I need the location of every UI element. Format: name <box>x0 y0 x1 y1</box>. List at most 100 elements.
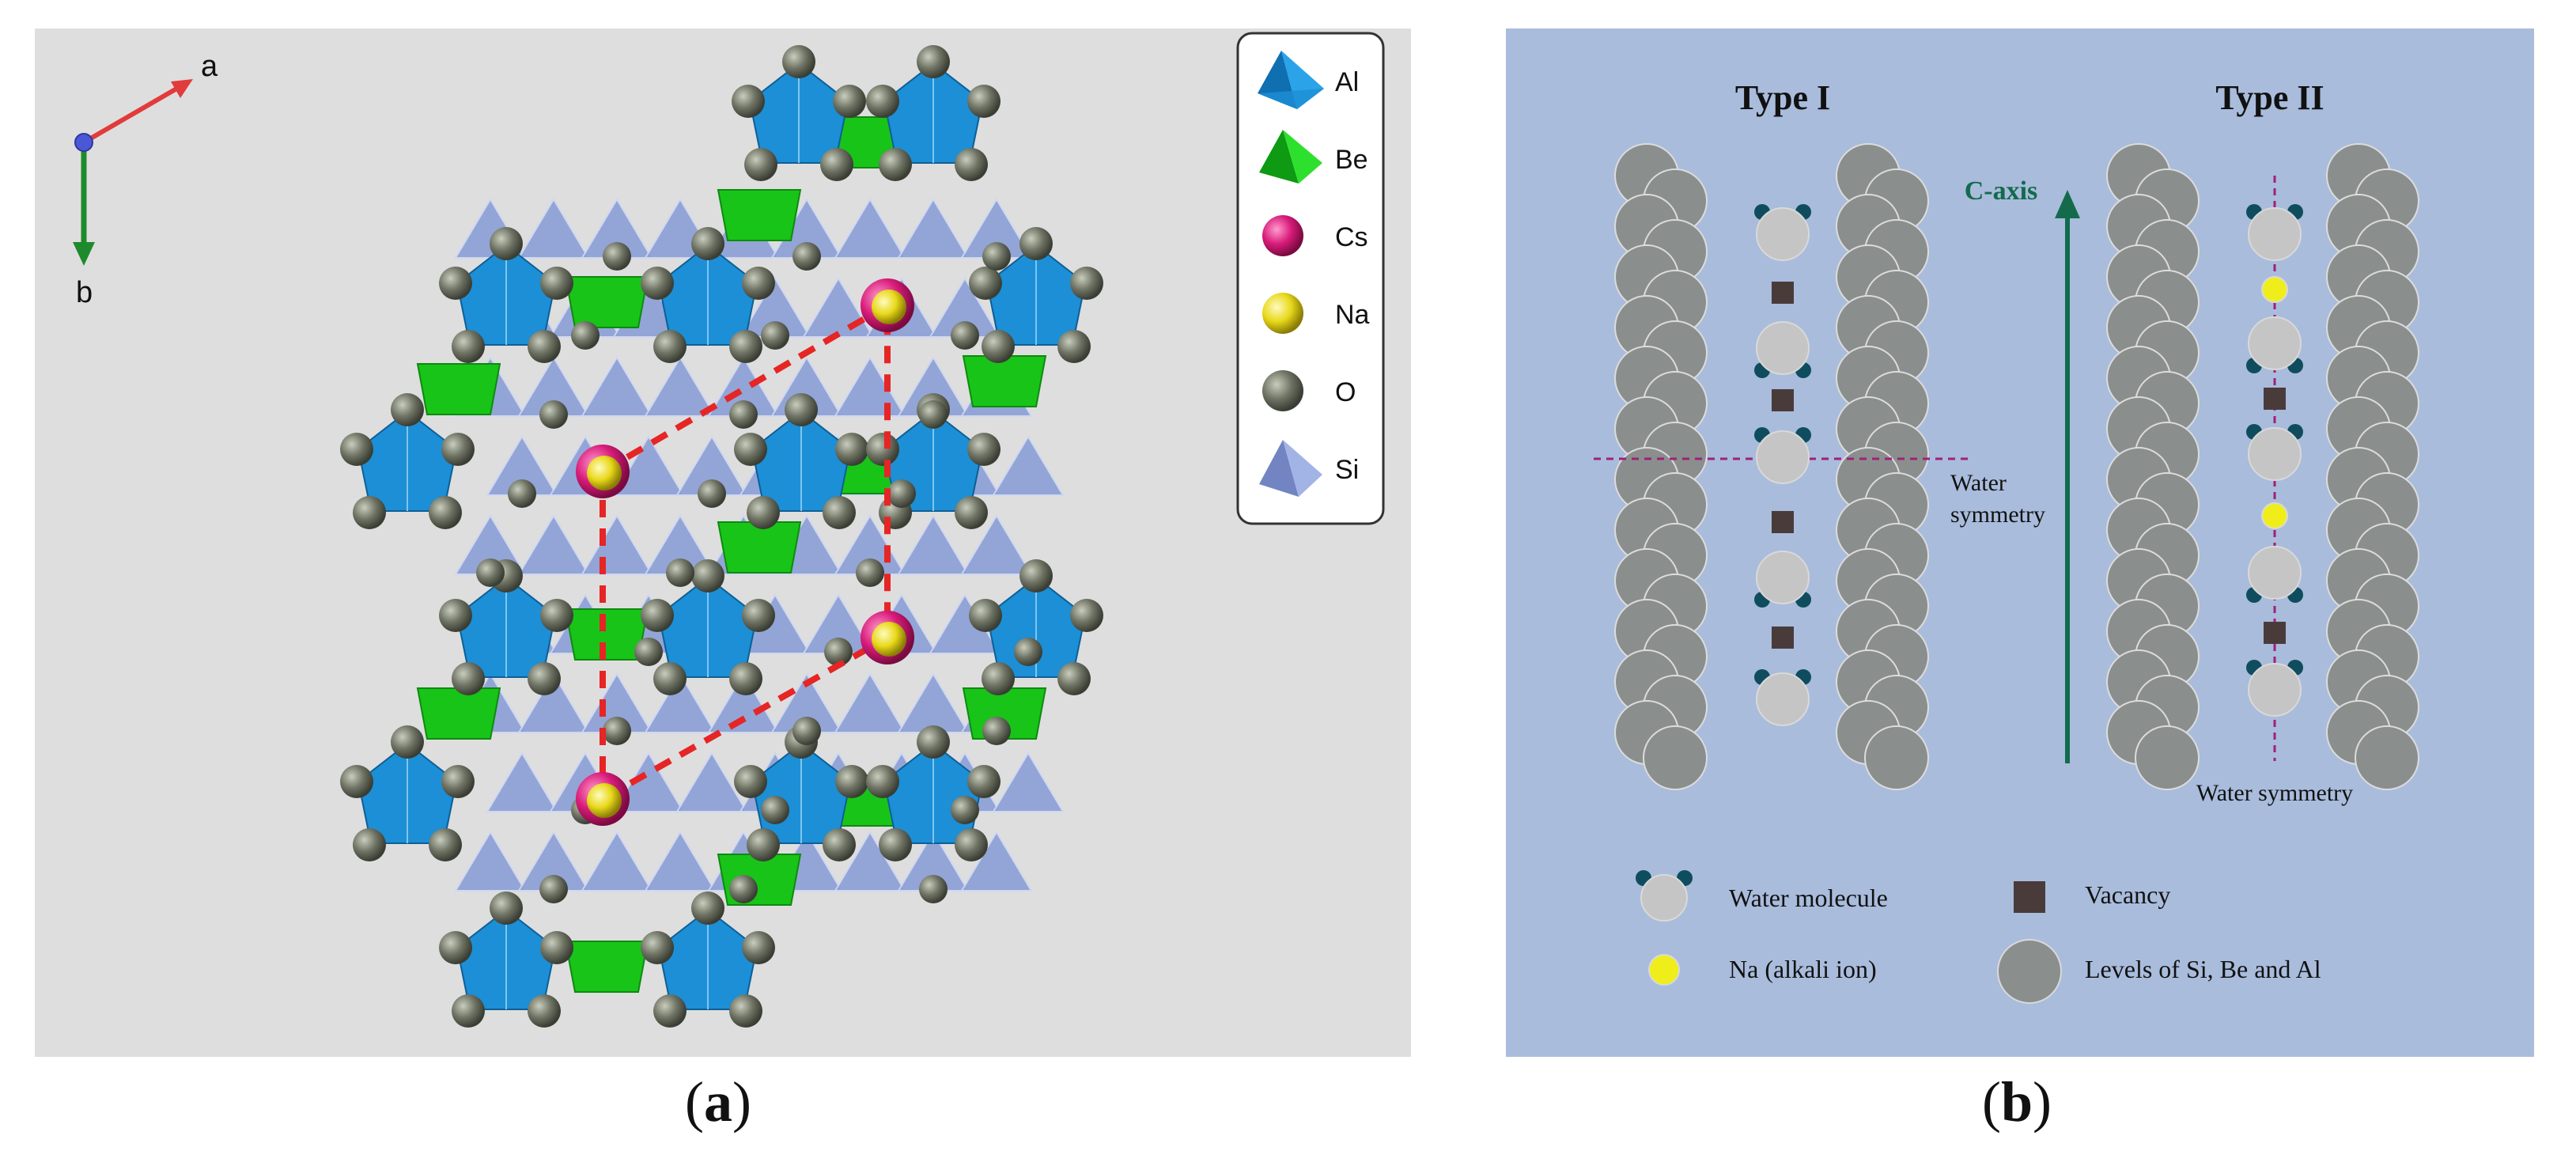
si-tetrahedron <box>612 435 685 496</box>
axis-b-label: b <box>76 276 93 309</box>
be-tetrahedron <box>416 687 501 740</box>
legend-water-icon <box>1636 870 1693 922</box>
o-atom <box>982 662 1015 695</box>
o-atom <box>603 717 631 745</box>
caption-a-close: ) <box>732 1070 751 1134</box>
legend-na-icon <box>1648 954 1680 986</box>
o-atom <box>919 400 948 429</box>
o-atom <box>835 433 868 466</box>
be-tetrahedron <box>717 521 802 574</box>
legend-levels-icon <box>1997 939 2062 1004</box>
o-atom <box>919 875 948 903</box>
o-atom <box>782 45 815 78</box>
oxygen-atom <box>1756 207 1810 261</box>
crystal-structure <box>340 45 1103 1028</box>
o-atom <box>747 496 780 529</box>
o-sphere-icon <box>1262 370 1303 411</box>
water-molecule <box>1754 427 1811 484</box>
o-atom <box>823 828 856 861</box>
na-ion <box>2261 276 2288 303</box>
o-atom <box>540 599 573 632</box>
o-atom <box>539 400 568 429</box>
na-atom <box>587 783 622 818</box>
o-atom <box>792 717 821 745</box>
o-atom <box>539 875 568 903</box>
oxygen-atom <box>2248 427 2302 481</box>
framework-column <box>2106 143 2200 790</box>
cs-sphere-icon <box>1262 215 1303 256</box>
caption-b: (b) <box>1982 1069 2052 1135</box>
si-tetrahedron <box>960 831 1033 892</box>
oxygen-atom <box>1756 321 1810 375</box>
o-atom <box>452 330 485 363</box>
o-atom <box>441 433 475 466</box>
o-atom <box>353 496 386 529</box>
o-atom <box>1057 662 1091 695</box>
framework-level <box>1643 725 1708 790</box>
type2-title: Type II <box>2215 78 2324 117</box>
na-atom <box>872 290 906 324</box>
framework-level <box>1864 725 1929 790</box>
o-atom <box>866 433 899 466</box>
caption-b-letter: b <box>2000 1070 2033 1134</box>
o-atom <box>729 662 762 695</box>
o-atom <box>967 765 1001 798</box>
water-symmetry-bottom-label: Water symmetry <box>2196 780 2353 806</box>
o-atom <box>833 85 866 118</box>
o-atom <box>528 330 561 363</box>
legend-water-label: Water molecule <box>1729 884 1888 912</box>
o-atom <box>732 85 765 118</box>
o-atom <box>340 433 373 466</box>
o-atom <box>951 321 979 350</box>
o-atom <box>982 242 1011 271</box>
o-atom <box>452 662 485 695</box>
legend-vacancy-icon <box>2014 881 2045 913</box>
o-atom <box>452 994 485 1028</box>
si-tetrahedron <box>581 356 653 417</box>
o-atom <box>969 267 1002 300</box>
water-molecule <box>1754 551 1811 608</box>
si-tetrahedron <box>897 198 970 259</box>
c-axis-arrow <box>2055 190 2080 763</box>
o-atom <box>982 330 1015 363</box>
o-atom <box>866 85 899 118</box>
be-tetrahedron <box>717 854 802 906</box>
o-atom <box>439 931 472 964</box>
o-atom <box>824 638 853 666</box>
o-atom <box>698 479 726 508</box>
legend-vacancy-label: Vacancy <box>2085 880 2170 909</box>
o-atom <box>571 321 600 350</box>
o-atom <box>982 717 1011 745</box>
si-tetrahedron <box>992 751 1065 812</box>
legend-label-na: Na <box>1335 300 1370 330</box>
be-tetrahedron <box>564 276 649 328</box>
si-tetrahedron <box>517 672 590 733</box>
si-tetrahedron <box>834 672 906 733</box>
legend-na-label: Na (alkali ion) <box>1729 955 1877 983</box>
o-atom <box>729 875 758 903</box>
o-atom <box>792 242 821 271</box>
o-atom <box>917 45 950 78</box>
water-symmetry-label-line1: Water <box>1950 470 2007 496</box>
o-atom <box>742 267 775 300</box>
caption-a: (a) <box>685 1069 751 1135</box>
na-ion <box>2261 502 2288 529</box>
oxygen-atom <box>2248 546 2302 600</box>
o-atom <box>742 599 775 632</box>
o-atom <box>761 796 789 824</box>
o-atom <box>866 765 899 798</box>
o-atom <box>761 321 789 350</box>
oxygen-atom <box>2248 316 2302 370</box>
o-atom <box>441 765 475 798</box>
oxygen-atom <box>1756 551 1810 604</box>
o-atom <box>734 433 767 466</box>
o-atom <box>490 227 523 260</box>
si-tetrahedron <box>707 672 780 733</box>
o-atom <box>691 892 724 925</box>
o-atom <box>955 148 988 181</box>
o-atom <box>391 393 424 426</box>
oxygen-atom <box>2248 207 2302 261</box>
panel-b-legend: Water molecule Vacancy Na (alkali ion) L… <box>1636 870 2321 1004</box>
framework-column <box>1836 143 1929 790</box>
o-atom <box>1019 227 1053 260</box>
